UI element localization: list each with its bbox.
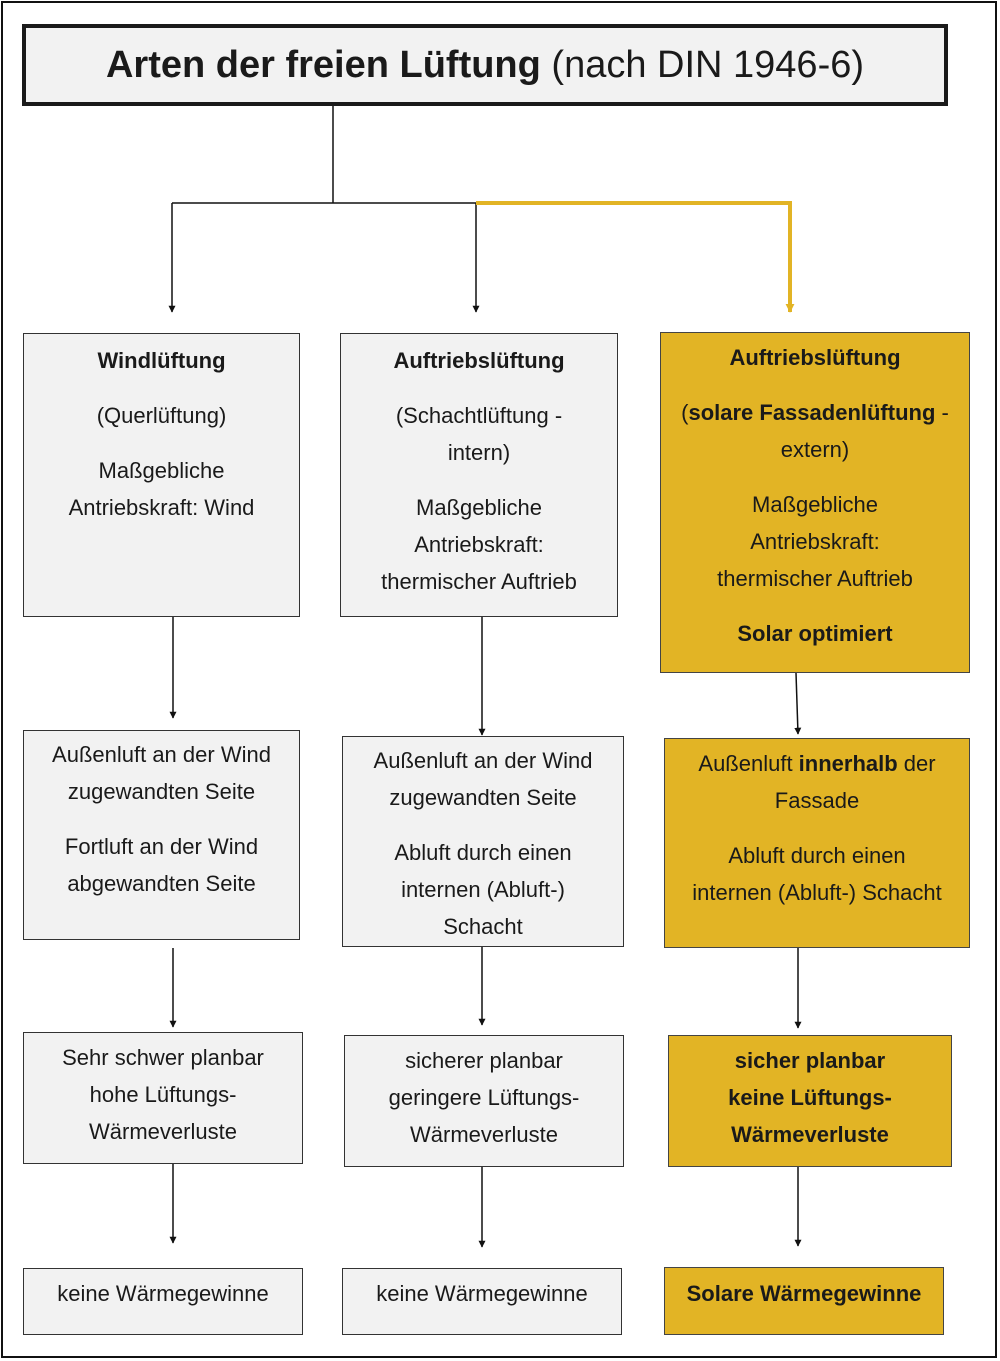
planning-box-fassadenlueftung: sicher planbar keine Lüftungs- Wärmeverl…: [668, 1035, 952, 1167]
heat-gain-box-schachtlueftung: keine Wärmegewinne: [342, 1268, 622, 1335]
air-path-box-windlueftung: Außenluft an der Wind zugewandten Seite …: [23, 730, 300, 940]
air-path-line: Fassade: [774, 788, 860, 813]
type-subtitle: (Querlüftung): [96, 403, 227, 428]
diagram-title: Arten der freien Lüftung: [105, 43, 541, 86]
planning-line: Wärmeverluste: [410, 1122, 558, 1147]
air-path-line: Schacht: [443, 914, 523, 939]
driving-force-line: Antriebskraft:: [750, 529, 880, 554]
driving-force-line: Maßgebliche: [416, 495, 542, 520]
driving-force-line: thermischer Auftrieb: [381, 569, 577, 594]
driving-force-line: Maßgebliche: [752, 492, 878, 517]
air-path-line: Abluft durch einen: [728, 843, 906, 868]
driving-force-line: Antriebskraft:: [414, 532, 544, 557]
air-path-line: Abluft durch einen: [394, 840, 572, 865]
air-path-box-fassadenlueftung: Außenluft innerhalb der Fassade Abluft d…: [664, 738, 970, 948]
planning-line: geringere Lüftungs-: [388, 1085, 580, 1110]
type-subtitle: intern): [447, 440, 511, 465]
planning-line: Sehr schwer planbar: [62, 1045, 264, 1070]
planning-line: hohe Lüftungs-: [89, 1082, 237, 1107]
type-heading: Auftriebslüftung: [729, 345, 901, 370]
air-path-line: Fortluft an der Wind: [64, 834, 259, 859]
diagram-subtitle: (nach DIN 1946-6): [551, 43, 865, 86]
driving-force-line: thermischer Auftrieb: [717, 566, 913, 591]
air-path-line: internen (Abluft-) Schacht: [692, 880, 942, 905]
heat-gain-text: keine Wärmegewinne: [57, 1281, 269, 1306]
planning-box-windlueftung: Sehr schwer planbar hohe Lüftungs- Wärme…: [23, 1032, 303, 1164]
air-path-box-schachtlueftung: Außenluft an der Wind zugewandten Seite …: [342, 736, 624, 947]
type-box-windlueftung: Windlüftung (Querlüftung) Maßgebliche An…: [23, 333, 300, 617]
driving-force-line: Maßgebliche: [98, 458, 225, 483]
air-path-line: Außenluft innerhalb der: [698, 751, 936, 776]
heat-gain-text: Solare Wärmegewinne: [686, 1280, 922, 1306]
type-subtitle: (solare Fassadenlüftung -: [681, 400, 949, 425]
planning-line: sicher planbar: [734, 1048, 886, 1073]
type-heading: Auftriebslüftung: [393, 348, 565, 373]
type-heading: Windlüftung: [97, 348, 226, 373]
driving-force-line: Antriebskraft: Wind: [68, 495, 255, 520]
arrow-col3-1: [794, 672, 802, 735]
type-subtitle: extern): [780, 437, 850, 462]
air-path-emphasis: innerhalb: [798, 751, 898, 776]
type-box-fassadenlueftung: Auftriebslüftung (solare Fassadenlüftung…: [660, 332, 970, 673]
heat-gain-box-fassadenlueftung: Solare Wärmegewinne: [664, 1267, 944, 1335]
type-box-schachtlueftung: Auftriebslüftung (Schachtlüftung - inter…: [340, 333, 618, 617]
heat-gain-box-windlueftung: keine Wärmegewinne: [23, 1268, 303, 1335]
type-subtitle-emphasis: solare Fassadenlüftung: [688, 400, 936, 425]
planning-line: keine Lüftungs-: [728, 1085, 892, 1110]
planning-line: sicherer planbar: [405, 1048, 563, 1073]
planning-line: Wärmeverluste: [731, 1122, 889, 1147]
type-subtitle: (Schachtlüftung -: [395, 403, 563, 428]
planning-box-schachtlueftung: sicherer planbar geringere Lüftungs- Wär…: [344, 1035, 624, 1167]
heat-gain-text: keine Wärmegewinne: [376, 1281, 588, 1306]
air-path-line: zugewandten Seite: [389, 785, 577, 810]
gold-branch-line: [476, 201, 792, 296]
solar-optimized-label: Solar optimiert: [737, 621, 893, 646]
planning-line: Wärmeverluste: [89, 1119, 237, 1144]
air-path-line: zugewandten Seite: [67, 779, 256, 804]
air-path-line: Außenluft an der Wind: [52, 742, 271, 767]
air-path-line: internen (Abluft-): [401, 877, 565, 902]
air-path-line: abgewandten Seite: [67, 871, 256, 896]
air-path-line: Außenluft an der Wind: [373, 748, 593, 773]
diagram-title-box: Arten der freien Lüftung (nach DIN 1946-…: [22, 24, 948, 106]
